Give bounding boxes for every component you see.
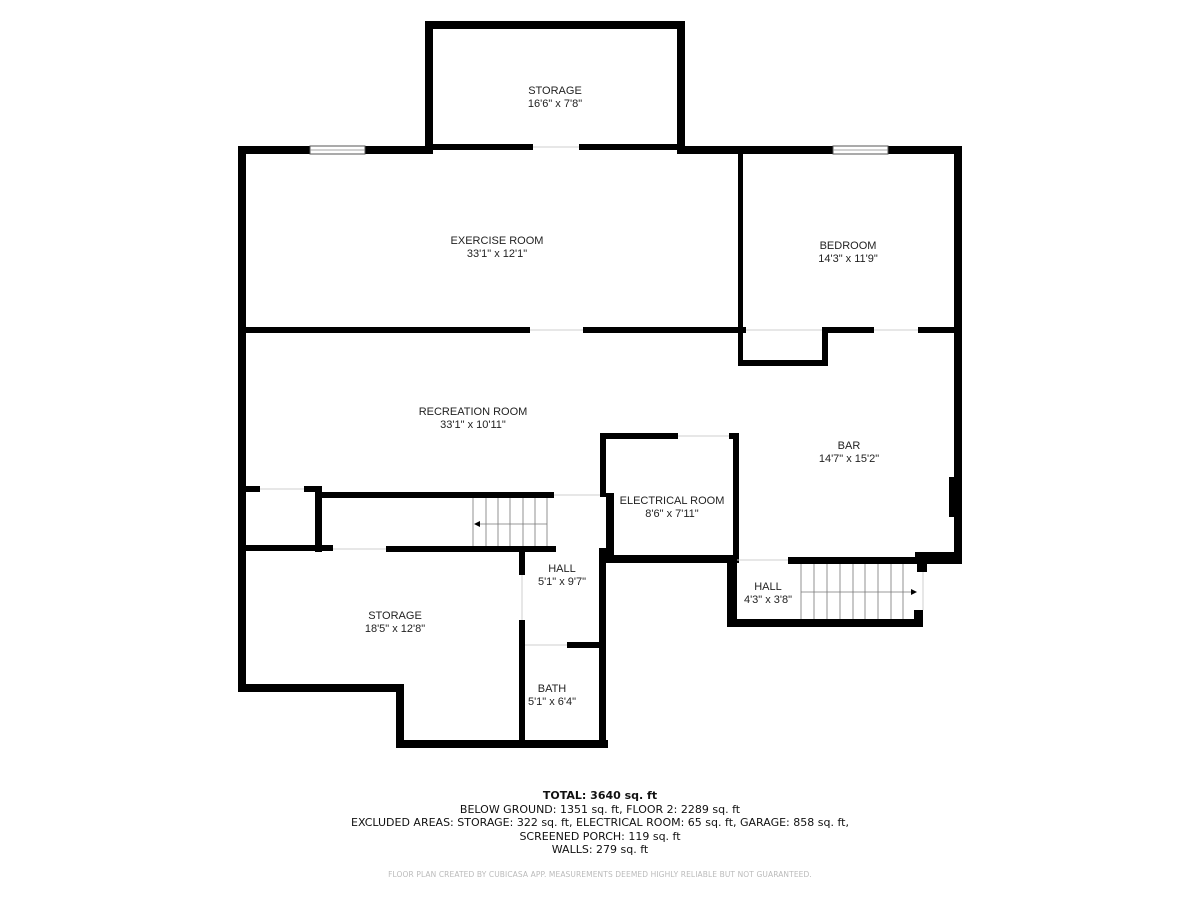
room-label-bar: BAR 14'7" x 15'2" bbox=[819, 440, 879, 466]
door-openings bbox=[260, 146, 924, 646]
stairs-right bbox=[800, 564, 917, 619]
room-dimensions: 33'1" x 10'11" bbox=[440, 419, 506, 431]
room-dimensions: 5'1" x 9'7" bbox=[537, 576, 587, 588]
room-dimensions: 14'3" x 11'9" bbox=[818, 253, 878, 265]
room-dimensions: 14'7" x 15'2" bbox=[818, 453, 880, 465]
area-summary: TOTAL: 3640 sq. ft BELOW GROUND: 1351 sq… bbox=[0, 789, 1200, 857]
floor-plan-drawing bbox=[238, 21, 962, 748]
room-name: BATH bbox=[537, 683, 567, 695]
stairs-left bbox=[472, 498, 548, 546]
room-name: STORAGE bbox=[368, 610, 422, 622]
room-name: ELECTRICAL ROOM bbox=[619, 495, 725, 507]
room-dimensions: 33'1" x 12'1" bbox=[466, 248, 528, 260]
room-dimensions: 5'1" x 6'4" bbox=[527, 696, 577, 708]
walls bbox=[238, 21, 962, 748]
room-label-storage-top: STORAGE 16'6" x 7'8" bbox=[528, 85, 582, 111]
room-name: STORAGE bbox=[528, 85, 582, 97]
room-label-electrical-room: ELECTRICAL ROOM 8'6" x 7'11" bbox=[620, 495, 725, 521]
room-name: HALL bbox=[548, 563, 576, 575]
room-label-storage-bottom: STORAGE 18'5" x 12'8" bbox=[365, 610, 425, 636]
room-label-exercise-room: EXERCISE ROOM 33'1" x 12'1" bbox=[451, 235, 544, 261]
windows bbox=[309, 145, 889, 155]
total-area: TOTAL: 3640 sq. ft bbox=[542, 789, 658, 802]
room-name: BEDROOM bbox=[819, 240, 877, 252]
room-dimensions: 8'6" x 7'11" bbox=[645, 508, 699, 520]
room-name: HALL bbox=[754, 581, 782, 593]
room-label-bath: BATH 5'1" x 6'4" bbox=[528, 683, 576, 709]
excluded-areas-continued: SCREENED PORCH: 119 sq. ft bbox=[519, 829, 681, 843]
disclaimer: FLOOR PLAN CREATED BY CUBICASA APP. MEAS… bbox=[388, 870, 812, 879]
room-name: RECREATION ROOM bbox=[418, 406, 528, 418]
excluded-areas: EXCLUDED AREAS: STORAGE: 322 sq. ft, ELE… bbox=[351, 816, 849, 829]
room-name: EXERCISE ROOM bbox=[450, 235, 544, 247]
room-label-recreation-room: RECREATION ROOM 33'1" x 10'11" bbox=[419, 406, 528, 432]
room-label-hall-right: HALL 4'3" x 3'8" bbox=[744, 581, 792, 607]
room-dimensions: 16'6" x 7'8" bbox=[527, 98, 583, 110]
room-name: BAR bbox=[837, 440, 861, 452]
room-dimensions: 18'5" x 12'8" bbox=[364, 623, 426, 635]
area-breakdown: BELOW GROUND: 1351 sq. ft, FLOOR 2: 2289… bbox=[459, 802, 741, 816]
walls-area: WALLS: 279 sq. ft bbox=[551, 843, 649, 856]
room-label-bedroom: BEDROOM 14'3" x 11'9" bbox=[818, 240, 878, 266]
room-dimensions: 4'3" x 3'8" bbox=[743, 594, 793, 606]
room-label-hall-left: HALL 5'1" x 9'7" bbox=[538, 563, 586, 589]
